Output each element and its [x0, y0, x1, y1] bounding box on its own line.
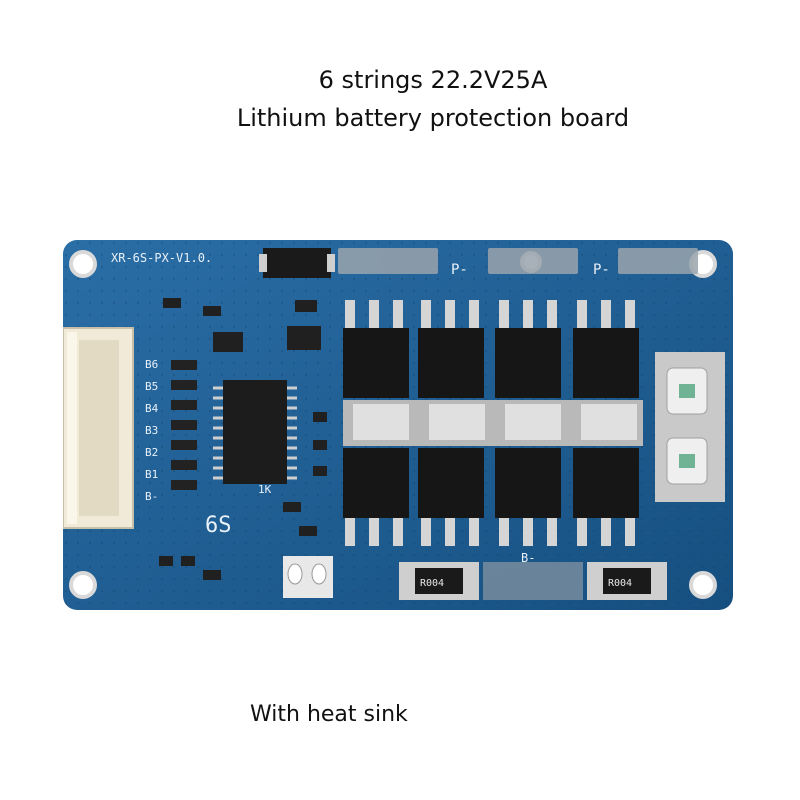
product-title-line-1: 6 strings 22.2V25A: [318, 66, 548, 94]
mosfet-row-lower: [343, 448, 639, 518]
series-marking: 6S: [205, 513, 232, 538]
pin-label-b-minus: B-: [145, 490, 158, 503]
output-terminal-pads: [655, 352, 725, 502]
controller-ic: [213, 380, 297, 484]
product-title-line-2: Lithium battery protection board: [236, 104, 630, 132]
heat-sink: [343, 400, 643, 446]
board-model-label: XR-6S-PX-V1.0.: [111, 251, 212, 265]
pin-label-b5: B5: [145, 380, 158, 393]
pin-label-b6: B6: [145, 358, 158, 371]
mosfet-row-upper: [343, 328, 639, 398]
pad-label-b-minus: B-: [521, 551, 535, 565]
protection-board-photo: XR-6S-PX-V1.0. P- P- B6 B5 B4 B3 B2 B1 B…: [63, 240, 733, 610]
product-caption: With heat sink: [250, 702, 408, 727]
pad-label-p-2: P-: [593, 262, 610, 278]
pin-label-b1: B1: [145, 468, 158, 481]
pin-label-b2: B2: [145, 446, 158, 459]
resistor-marking: 1K: [258, 483, 272, 496]
shunt-marking-1: R004: [420, 578, 444, 589]
current-shunt-resistors: [399, 562, 667, 600]
pad-label-p-1: P-: [451, 262, 468, 278]
pin-label-b4: B4: [145, 402, 159, 415]
pin-label-b3: B3: [145, 424, 158, 437]
balance-connector: [63, 327, 134, 529]
shunt-marking-2: R004: [608, 578, 632, 589]
